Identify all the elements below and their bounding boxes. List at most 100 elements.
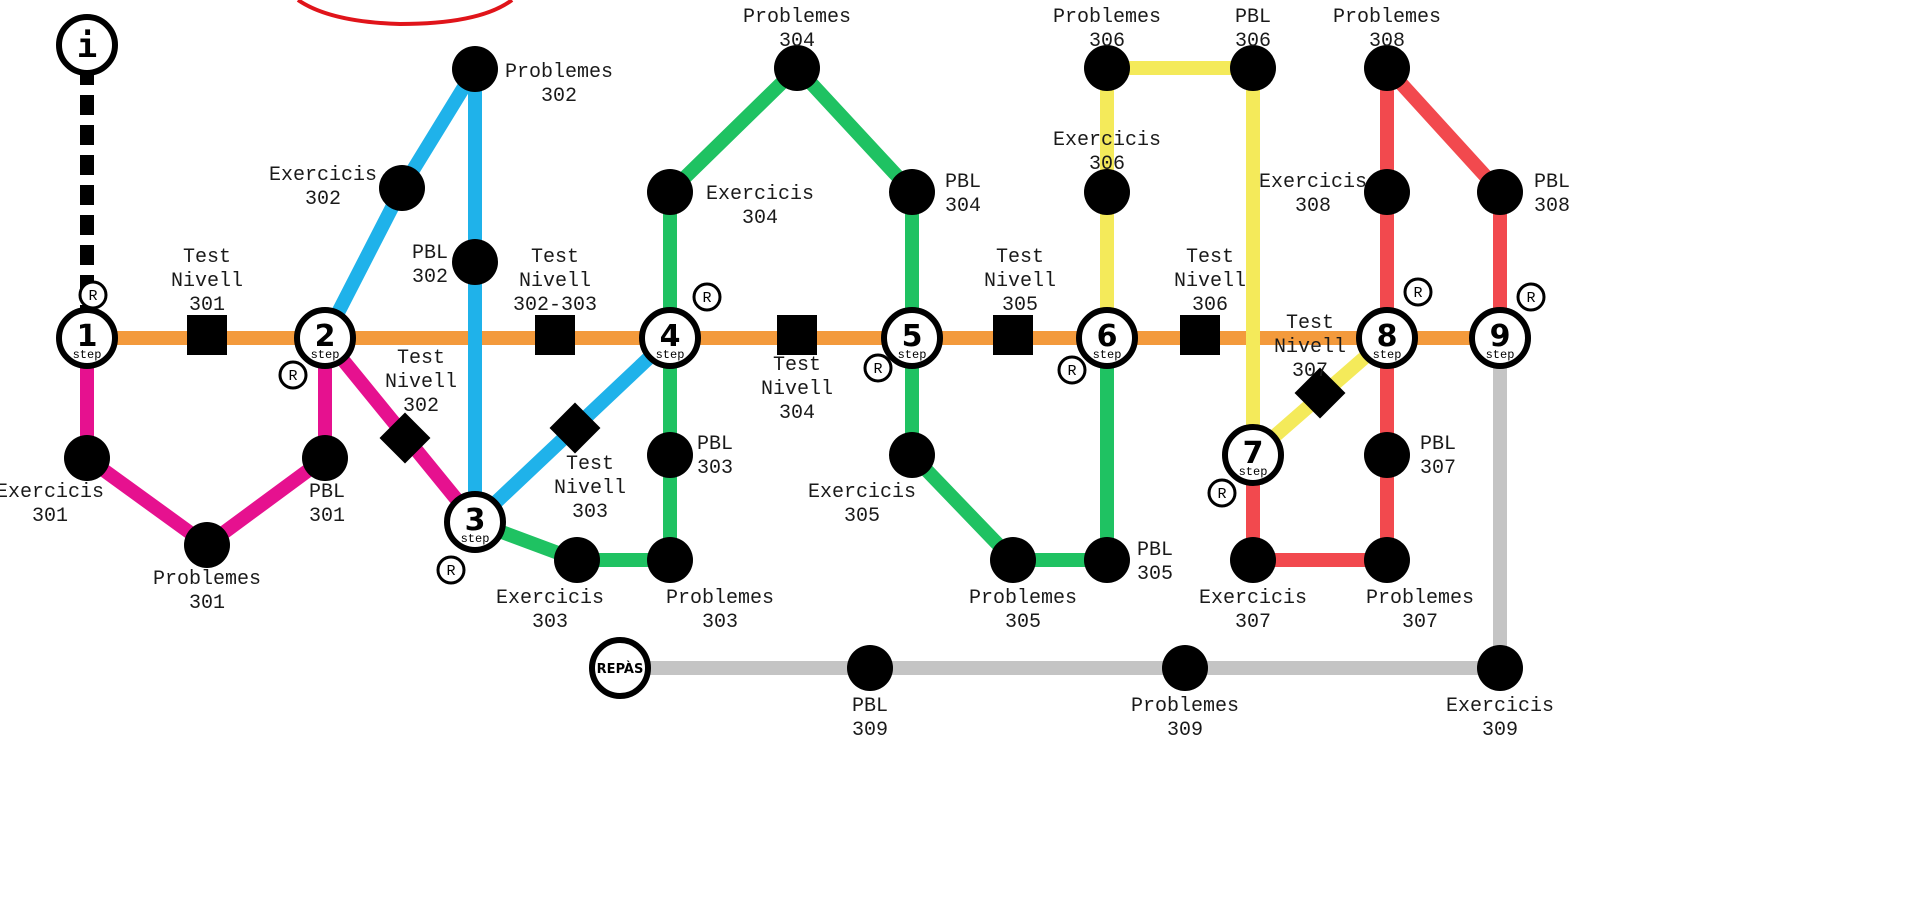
problemes-306-label-line-1: Problemes bbox=[1053, 6, 1161, 29]
test-301-marker[interactable] bbox=[187, 315, 227, 355]
problemes-308-station[interactable] bbox=[1364, 45, 1410, 91]
pbl-301-station[interactable] bbox=[302, 435, 348, 481]
pbl-308-label-line-2: 308 bbox=[1534, 195, 1570, 218]
problemes-307-station[interactable] bbox=[1364, 537, 1410, 583]
info-node[interactable] bbox=[56, 14, 118, 76]
test-303-label-line-1: Test bbox=[566, 453, 614, 476]
test-306-marker[interactable] bbox=[1180, 315, 1220, 355]
pbl-302-label-line-1: PBL bbox=[412, 242, 448, 265]
problemes-302-label-line-2: 302 bbox=[541, 85, 577, 108]
pbl-304-station[interactable] bbox=[889, 169, 935, 215]
problemes-301-station[interactable] bbox=[184, 522, 230, 568]
exercicis-305-station[interactable] bbox=[889, 432, 935, 478]
step-9-number: 9 bbox=[1490, 319, 1511, 354]
review-1-badge[interactable] bbox=[78, 280, 108, 310]
exercicis-304-station[interactable] bbox=[647, 169, 693, 215]
test-302-label-line-2: Nivell bbox=[385, 371, 457, 394]
pbl-309-station[interactable] bbox=[847, 645, 893, 691]
exercicis-308-station[interactable] bbox=[1364, 169, 1410, 215]
problemes-309-station[interactable] bbox=[1162, 645, 1208, 691]
step-1-station[interactable] bbox=[56, 307, 118, 369]
pbl-307-label-line-2: 307 bbox=[1420, 457, 1456, 480]
test-302-303-marker[interactable] bbox=[535, 315, 575, 355]
step-6-station[interactable] bbox=[1076, 307, 1138, 369]
review-8-badge[interactable] bbox=[1403, 277, 1433, 307]
exercicis-307-label-line-1: Exercicis bbox=[1199, 587, 1307, 610]
test-305-label-line-2: Nivell bbox=[984, 270, 1056, 293]
exercicis-301-label-line-1: Exercicis bbox=[0, 481, 104, 504]
problemes-304-station[interactable] bbox=[774, 45, 820, 91]
pbl-306-station[interactable] bbox=[1230, 45, 1276, 91]
review-7-badge[interactable] bbox=[1207, 478, 1237, 508]
pbl-309-label-line-2: 309 bbox=[852, 719, 888, 742]
step-2-station[interactable] bbox=[294, 307, 356, 369]
test-304-label-line-2: Nivell bbox=[761, 378, 833, 401]
step-3-number: 3 bbox=[465, 503, 486, 538]
test-303-label-line-3: 303 bbox=[572, 501, 608, 524]
pbl-303-label-line-1: PBL bbox=[697, 433, 733, 456]
pbl-306-label-line-2: 306 bbox=[1235, 30, 1271, 53]
review-5-badge[interactable] bbox=[863, 353, 893, 383]
problemes-305-label-line-1: Problemes bbox=[969, 587, 1077, 610]
exercicis-301-station[interactable] bbox=[64, 435, 110, 481]
problemes-305-station[interactable] bbox=[990, 537, 1036, 583]
test-307-label-line-1: Test bbox=[1286, 312, 1334, 335]
exercicis-307-label-line-2: 307 bbox=[1235, 611, 1271, 634]
problemes-302-station[interactable] bbox=[452, 46, 498, 92]
problemes-308-label-line-1: Problemes bbox=[1333, 6, 1441, 29]
pbl-303-station[interactable] bbox=[647, 432, 693, 478]
test-307-marker[interactable] bbox=[1294, 367, 1346, 419]
test-305-marker[interactable] bbox=[993, 315, 1033, 355]
exercicis-304-label-line-1: Exercicis bbox=[706, 183, 814, 206]
exercicis-309-station[interactable] bbox=[1477, 645, 1523, 691]
test-304-marker[interactable] bbox=[777, 315, 817, 355]
review-6-badge[interactable] bbox=[1057, 355, 1087, 385]
review-3-badge[interactable] bbox=[436, 555, 466, 585]
test-306-label-line-3: 306 bbox=[1192, 294, 1228, 317]
exercicis-303-station[interactable] bbox=[554, 537, 600, 583]
problemes-303-station[interactable] bbox=[647, 537, 693, 583]
step-6-number: 6 bbox=[1097, 319, 1118, 354]
step-4-station[interactable] bbox=[639, 307, 701, 369]
repas-node[interactable] bbox=[589, 637, 651, 699]
step-5-station[interactable] bbox=[881, 307, 943, 369]
review-2-badge[interactable] bbox=[278, 360, 308, 390]
pbl-307-station[interactable] bbox=[1364, 432, 1410, 478]
exercicis-302-station[interactable] bbox=[379, 165, 425, 211]
review-5-label: R bbox=[873, 361, 882, 378]
step-8-station[interactable] bbox=[1356, 307, 1418, 369]
blue-line-302 bbox=[318, 62, 482, 529]
pbl-305-station[interactable] bbox=[1084, 537, 1130, 583]
exercicis-307-station[interactable] bbox=[1230, 537, 1276, 583]
step-3-station[interactable] bbox=[444, 491, 506, 553]
exercicis-306-station[interactable] bbox=[1084, 169, 1130, 215]
review-4-badge[interactable] bbox=[692, 282, 722, 312]
review-9-label: R bbox=[1526, 290, 1535, 307]
step-2-word: step bbox=[311, 348, 340, 362]
exercicis-308-label-line-2: 308 bbox=[1295, 195, 1331, 218]
step-9-station[interactable] bbox=[1469, 307, 1531, 369]
test-303-marker[interactable] bbox=[549, 402, 601, 454]
step-7-station[interactable] bbox=[1222, 424, 1284, 486]
step-4-number: 4 bbox=[660, 319, 681, 354]
pbl-308-station[interactable] bbox=[1477, 169, 1523, 215]
test-304-label-line-1: Test bbox=[773, 354, 821, 377]
exercicis-305-label-line-2: 305 bbox=[844, 505, 880, 528]
problemes-304-label-line-2: 304 bbox=[779, 30, 815, 53]
problemes-306-station[interactable] bbox=[1084, 45, 1130, 91]
review-9-badge[interactable] bbox=[1516, 282, 1546, 312]
pbl-302-station[interactable] bbox=[452, 239, 498, 285]
step-3-word: step bbox=[461, 532, 490, 546]
